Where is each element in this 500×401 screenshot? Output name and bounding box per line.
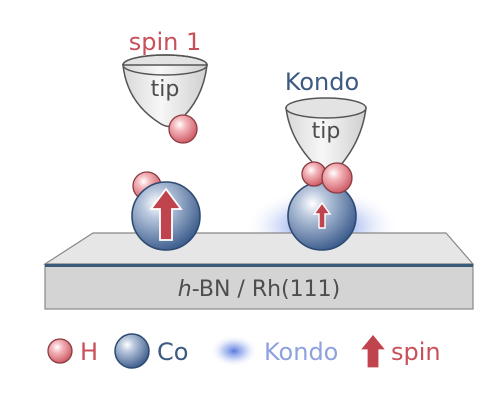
legend-hydrogen-label: H xyxy=(80,338,98,366)
legend: H Co Kondo spin xyxy=(47,333,441,369)
substrate-label: h-BN / Rh(111) xyxy=(178,277,340,302)
hydrogen-atom-on-left-tip xyxy=(168,114,198,144)
legend-kondo-label: Kondo xyxy=(264,338,338,366)
legend-hydrogen-icon xyxy=(47,338,73,364)
hydrogen-atom-right-front xyxy=(321,162,353,194)
left-tip-label: tip xyxy=(151,77,180,102)
spin-arrow-large xyxy=(149,187,183,241)
spin-state-label: spin 1 xyxy=(129,28,202,56)
legend-cobalt-icon xyxy=(114,333,150,369)
substrate-label-italic: h xyxy=(178,277,192,302)
legend-spin-label: spin xyxy=(391,338,441,366)
right-tip-label: tip xyxy=(312,119,341,144)
spin-arrow-small xyxy=(312,201,332,229)
legend-cobalt-label: Co xyxy=(157,338,188,366)
left-tip: tip xyxy=(122,54,208,128)
right-tip: tip xyxy=(285,97,367,173)
legend-kondo-icon xyxy=(210,335,258,367)
substrate: h-BN / Rh(111) xyxy=(42,232,475,310)
legend-spin-arrow-icon xyxy=(358,333,388,369)
kondo-state-label: Kondo xyxy=(285,68,359,96)
substrate-label-rest: -BN / Rh(111) xyxy=(192,277,341,302)
